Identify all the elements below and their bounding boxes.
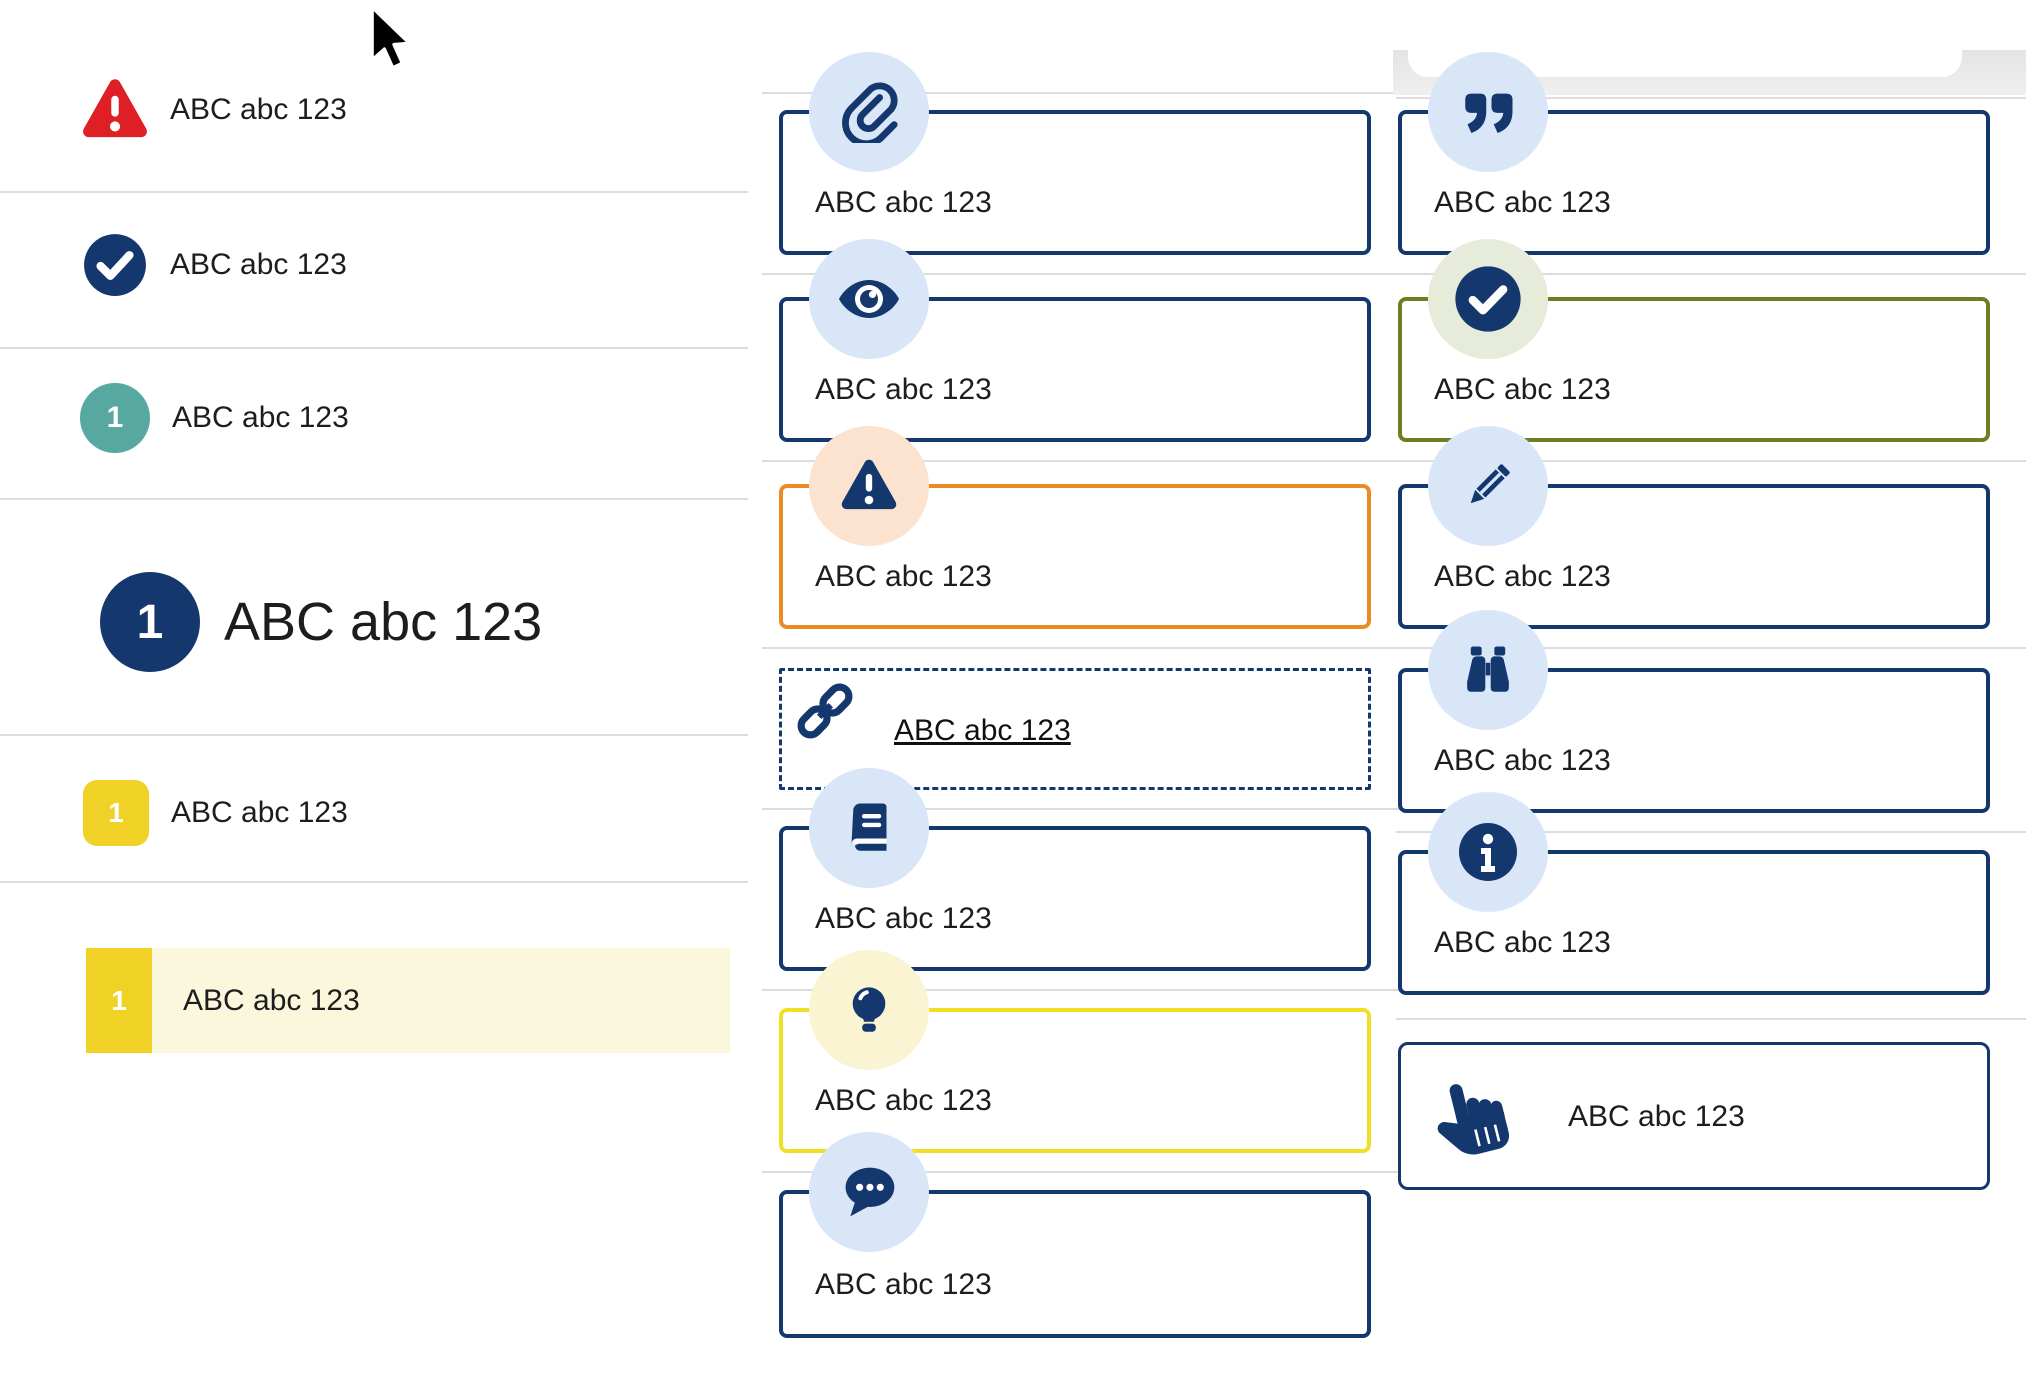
number-badge: 1 <box>100 572 200 672</box>
mouse-cursor <box>368 6 420 78</box>
divider <box>1396 831 2026 833</box>
eye-icon <box>809 239 929 359</box>
list-item-highlighted[interactable]: 1 ABC abc 123 <box>0 948 760 1053</box>
list-item: 1 ABC abc 123 <box>0 383 760 453</box>
callout-text: ABC abc 123 <box>1434 744 1611 777</box>
binoculars-icon <box>1428 610 1548 730</box>
book-icon <box>809 768 929 888</box>
check-circle-icon <box>1428 239 1548 359</box>
callout-text: ABC abc 123 <box>815 373 992 406</box>
pencil-icon <box>1428 426 1548 546</box>
badge-number: 1 <box>106 401 124 434</box>
callout-text: ABC abc 123 <box>815 1268 992 1301</box>
list-item-label: ABC abc 123 <box>170 248 347 281</box>
callout-link-text[interactable]: ABC abc 123 <box>894 714 1071 747</box>
callout-text: ABC abc 123 <box>815 902 992 935</box>
callout-comment <box>779 1190 1371 1338</box>
divider <box>762 273 1400 275</box>
callout-text: ABC abc 123 <box>1434 560 1611 593</box>
callout-text: ABC abc 123 <box>1434 186 1611 219</box>
list-item-label: ABC abc 123 <box>172 401 349 434</box>
list-item-label: ABC abc 123 <box>170 93 347 126</box>
badge-number: 1 <box>111 984 127 1016</box>
list-item: ABC abc 123 <box>0 232 760 298</box>
list-item: 1 ABC abc 123 <box>0 780 760 846</box>
divider <box>762 647 1400 649</box>
divider <box>1396 97 2026 99</box>
callout-text: ABC abc 123 <box>815 1084 992 1117</box>
divider <box>0 191 748 193</box>
list-item-label: ABC abc 123 <box>171 796 348 829</box>
number-badge: 1 <box>86 948 152 1053</box>
divider <box>1396 273 2026 275</box>
callout-tip <box>779 1008 1371 1153</box>
link-icon <box>792 678 858 744</box>
warning-triangle-icon <box>809 426 929 546</box>
number-badge: 1 <box>83 780 149 846</box>
callout-text: ABC abc 123 <box>815 560 992 593</box>
divider <box>1396 1018 2026 1020</box>
lightbulb-icon <box>809 950 929 1070</box>
divider <box>762 808 1400 810</box>
divider <box>0 347 748 349</box>
divider <box>1396 647 2026 649</box>
badge-number: 1 <box>108 797 124 828</box>
callout-text: ABC abc 123 <box>1434 926 1611 959</box>
callout-text: ABC abc 123 <box>1434 373 1611 406</box>
divider <box>762 92 1400 94</box>
list-item: ABC abc 123 <box>0 75 760 145</box>
callout-text: ABC abc 123 <box>1568 1100 1745 1133</box>
heading-label: ABC abc 123 <box>224 592 543 652</box>
highlighted-row-background <box>86 948 730 1053</box>
divider <box>0 881 748 883</box>
number-badge: 1 <box>80 383 150 453</box>
divider <box>762 989 1400 991</box>
callout-text: ABC abc 123 <box>815 186 992 219</box>
divider <box>0 734 748 736</box>
badge-number: 1 <box>136 595 164 649</box>
hand-pointer-icon <box>1428 1072 1520 1164</box>
divider <box>1396 460 2026 462</box>
info-circle-icon <box>1428 792 1548 912</box>
list-item-label: ABC abc 123 <box>183 983 360 1017</box>
divider <box>762 460 1400 462</box>
divider <box>0 498 748 500</box>
list-item-heading: 1 ABC abc 123 <box>0 572 760 672</box>
quote-icon <box>1428 52 1548 172</box>
divider <box>762 1171 1400 1173</box>
check-circle-icon <box>82 232 148 298</box>
warning-triangle-icon <box>80 77 150 143</box>
comment-icon <box>809 1132 929 1252</box>
paperclip-icon <box>809 52 929 172</box>
